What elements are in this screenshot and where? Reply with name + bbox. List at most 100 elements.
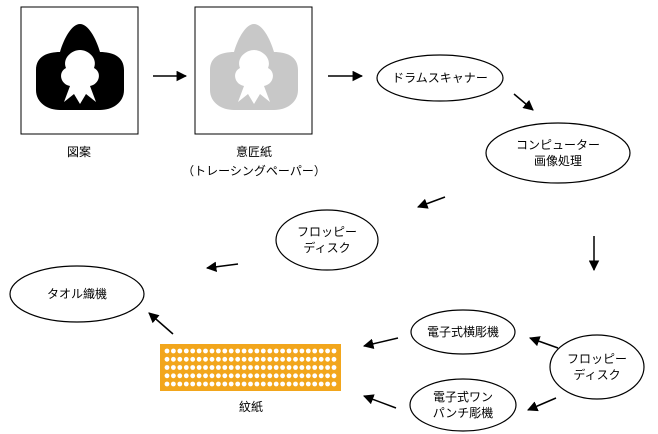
punch-hole — [241, 356, 247, 362]
floppy-right-label: フロッピー ディスク — [550, 335, 644, 399]
punch-hole — [260, 348, 266, 354]
pattern-motif — [36, 24, 124, 110]
punch-hole — [235, 365, 241, 370]
punch-hole — [209, 365, 215, 370]
punch-hole — [305, 348, 311, 354]
punch-hole — [273, 365, 279, 370]
punch-hole — [209, 356, 215, 362]
punch-hole — [203, 348, 208, 354]
punch-hole — [318, 373, 324, 379]
punch-hole — [216, 365, 221, 370]
punch-hole — [164, 365, 170, 370]
floppy-left-line1: フロッピー — [296, 225, 357, 239]
punch-hole — [248, 365, 253, 370]
towel-loom-label: タオル織機 — [46, 287, 107, 301]
punch-hole — [235, 381, 241, 387]
computer-label-line1: コンピューター — [515, 138, 600, 152]
punch-hole — [286, 365, 292, 370]
punch-hole — [273, 373, 279, 379]
tracing-label: 意匠紙 — [235, 145, 273, 159]
arrow-horizontal-to-card — [362, 337, 399, 349]
mongami-label: 紋紙 — [238, 400, 264, 414]
punch-hole — [190, 373, 196, 379]
punch-hole — [325, 348, 330, 354]
floppy-left-label: フロッピー ディスク — [276, 210, 378, 270]
floppy-right-line1: フロッピー — [566, 352, 627, 366]
punch-hole — [196, 348, 202, 354]
punch-hole — [280, 356, 285, 362]
punch-hole — [312, 356, 318, 362]
punch-hole — [164, 373, 170, 379]
punch-hole — [267, 365, 273, 370]
punch-hole — [286, 348, 292, 354]
punch-hole — [305, 356, 311, 362]
punch-hole — [293, 348, 298, 354]
punch-hole — [267, 348, 273, 354]
punch-hole — [254, 348, 260, 354]
arrow-onepunch-to-card — [363, 394, 397, 409]
punch-hole — [190, 356, 196, 362]
punch-hole — [273, 381, 279, 387]
punch-hole — [235, 373, 241, 379]
punch-hole — [299, 381, 305, 387]
punch-hole — [171, 381, 176, 387]
floppy-right-node — [549, 334, 645, 400]
punch-hole — [299, 356, 305, 362]
punch-hole — [280, 365, 285, 370]
punch-hole — [228, 381, 234, 387]
drum-scanner-node — [376, 54, 504, 102]
punch-hole — [267, 356, 273, 362]
punch-hole — [254, 381, 260, 387]
punch-hole — [318, 356, 324, 362]
punch-hole — [248, 373, 253, 379]
punch-hole — [331, 373, 337, 379]
punch-hole — [177, 348, 183, 354]
computer-label-line2: 画像処理 — [533, 154, 582, 168]
punch-hole — [248, 356, 253, 362]
punch-hole — [177, 356, 183, 362]
punch-hole — [235, 348, 241, 354]
punch-hole — [325, 365, 330, 370]
punch-hole — [254, 373, 260, 379]
punch-hole — [312, 348, 318, 354]
punch-hole — [222, 365, 228, 370]
tracing-motif — [210, 24, 298, 110]
arrow-floppy-left-to-loom — [205, 261, 239, 272]
computer-label: コンピューター 画像処理 — [486, 123, 630, 183]
punch-hole — [183, 356, 189, 362]
punch-hole — [209, 381, 215, 387]
punch-hole — [203, 365, 208, 370]
punch-hole — [325, 356, 330, 362]
elec-horizontal-label: 電子式横彫機 — [426, 325, 499, 339]
punch-hole — [273, 356, 279, 362]
punch-hole — [190, 381, 196, 387]
arrow-scanner-to-computer — [513, 93, 534, 111]
punch-hole — [331, 381, 337, 387]
punch-hole — [228, 365, 234, 370]
punch-hole — [228, 348, 234, 354]
punch-hole — [196, 356, 202, 362]
floppy-right-line2: ディスク — [573, 368, 621, 382]
punch-hole — [260, 365, 266, 370]
punch-hole — [318, 381, 324, 387]
punch-hole — [228, 356, 234, 362]
punch-hole — [222, 373, 228, 379]
punch-hole — [216, 356, 221, 362]
punch-hole — [293, 365, 298, 370]
arrow-floppy-right-to-onepunch — [527, 397, 557, 412]
punch-hole — [293, 356, 298, 362]
computer-node — [485, 122, 631, 184]
punch-hole — [248, 348, 253, 354]
punch-hole — [171, 365, 176, 370]
punch-holes — [164, 348, 337, 387]
punch-hole — [331, 356, 337, 362]
punch-hole — [196, 381, 202, 387]
towel-loom-node — [9, 265, 145, 323]
punch-hole — [203, 373, 208, 379]
punch-hole — [248, 381, 253, 387]
punch-hole — [286, 373, 292, 379]
punch-hole — [293, 373, 298, 379]
punch-hole — [254, 365, 260, 370]
punch-hole — [203, 356, 208, 362]
